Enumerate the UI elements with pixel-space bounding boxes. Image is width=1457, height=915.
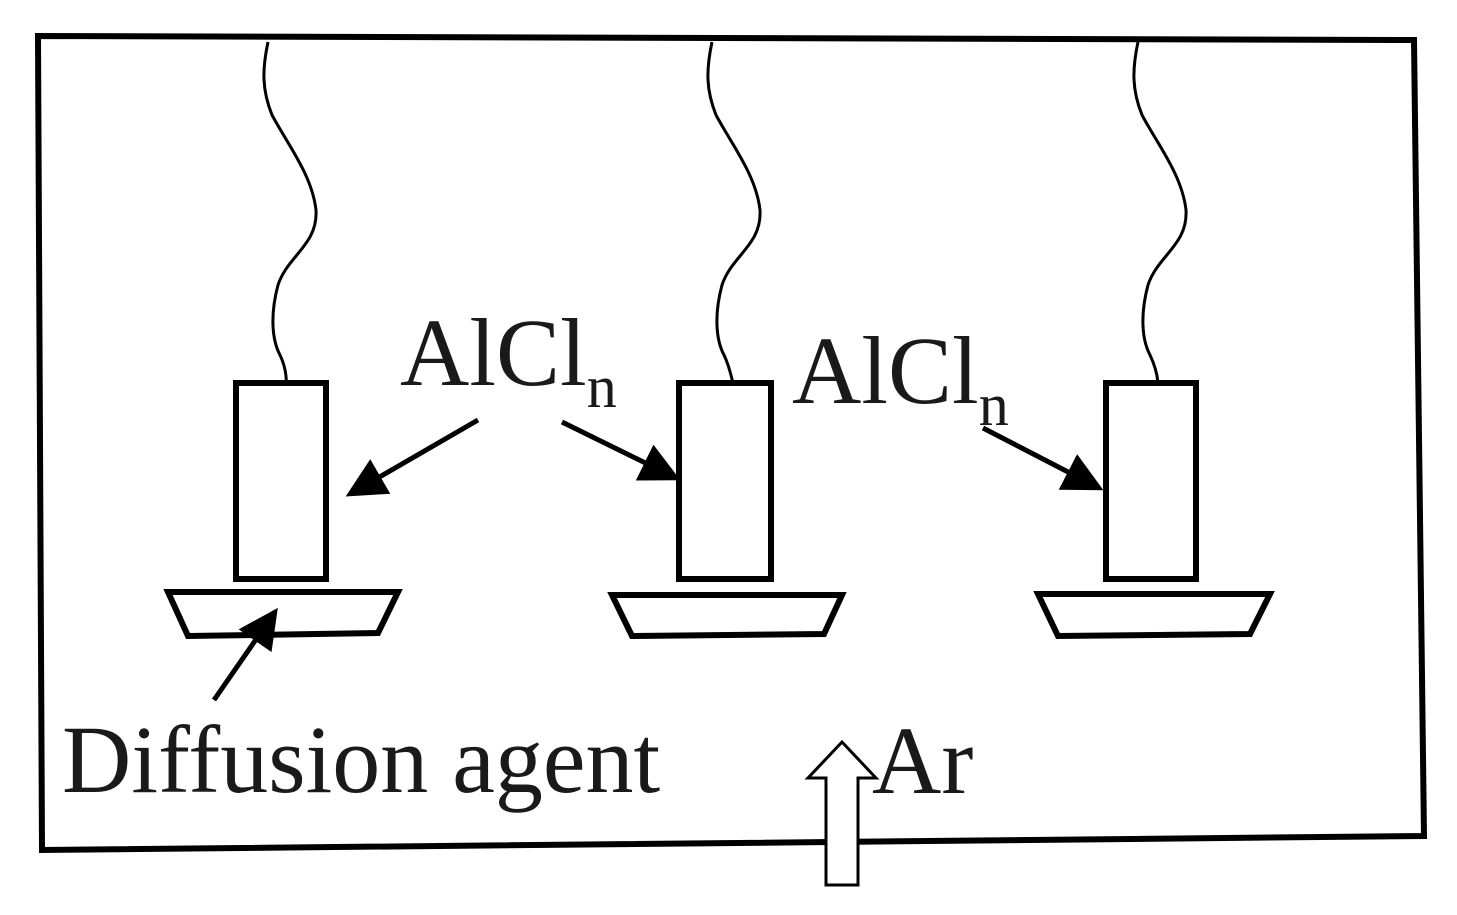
ar-inlet-arrow xyxy=(804,739,880,887)
diffusion-agent-arrow xyxy=(211,607,278,702)
hanging-wire-3 xyxy=(1132,41,1188,385)
alcl-label-right: AlCln xyxy=(792,317,1009,438)
tray-2 xyxy=(607,592,847,640)
diffusion-agent-label: Diffusion agent xyxy=(62,706,660,813)
chamber-outline xyxy=(34,32,1428,854)
tray-1 xyxy=(163,589,403,640)
alcl-arrow-to-sample-2 xyxy=(560,419,681,481)
sample-3 xyxy=(1103,380,1199,582)
sample-1 xyxy=(233,380,329,582)
ar-label: Ar xyxy=(872,707,973,814)
sample-2 xyxy=(676,380,774,582)
hanging-wire-1 xyxy=(262,41,318,385)
hanging-wire-2 xyxy=(706,41,762,385)
tray-3 xyxy=(1033,591,1275,640)
alcl-label-left: AlCln xyxy=(400,299,617,420)
alcl-arrow-to-sample-3 xyxy=(981,425,1104,491)
alcl-arrow-to-sample-1 xyxy=(345,417,480,497)
